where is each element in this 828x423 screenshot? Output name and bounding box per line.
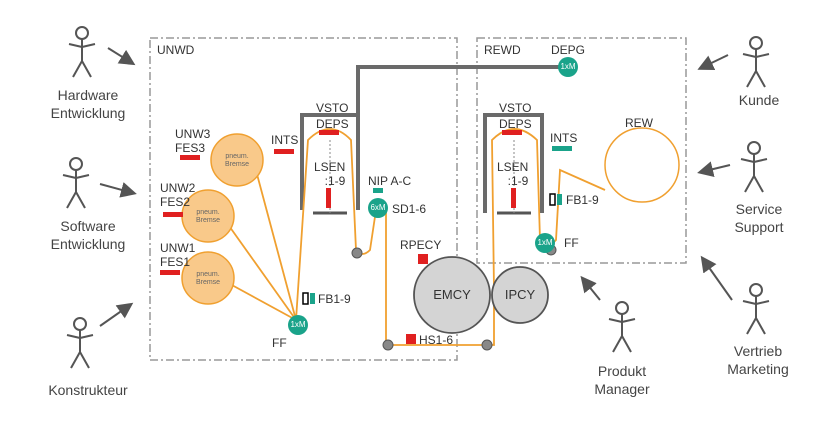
ff-unwind-motor-badge: 1xM: [290, 320, 306, 329]
brake-label-1: pneum. Bremse: [195, 271, 221, 286]
fes3-label: FES3: [175, 141, 206, 155]
motor-unwind-ff: [288, 315, 308, 335]
emcy-label: EMCY: [433, 287, 471, 302]
fes1-label: FES1: [160, 255, 191, 269]
brake-label-2: pneum. Bremse: [195, 209, 221, 224]
unwind-roll-3: [210, 133, 264, 187]
hs-label: HS1-6: [419, 333, 454, 347]
red-sensors: [160, 130, 522, 344]
depg-motor-badge: 1xM: [560, 62, 576, 71]
actor-arrows: [99, 47, 733, 327]
actor-kunde-label: Kunde: [738, 92, 780, 108]
depg-label: DEPG: [551, 43, 586, 57]
ints-rewind-label: INTS: [550, 131, 578, 145]
lsen-rewind-label: LSEN :1-9: [497, 160, 529, 188]
fb-unwind-label: FB1-9: [318, 292, 351, 306]
rewind-section-label: REWD: [484, 43, 521, 57]
ipcy-label: IPCY: [504, 287, 536, 302]
vsto-unwind-label: VSTO: [316, 101, 349, 115]
actor-konstrukteur-label: Konstrukteur: [48, 382, 128, 398]
guide-rollers: [351, 244, 557, 351]
actor-vertrieb-label: Vertrieb Marketing: [727, 343, 789, 377]
vsto-rewind-label: VSTO: [499, 101, 532, 115]
deps-unwind-label: DEPS: [316, 117, 349, 131]
ipcy-cylinder: [491, 266, 549, 324]
rewind-roll: [604, 127, 680, 203]
brake-label-3: pneum. Bremse: [224, 153, 250, 168]
fb-brackets: [302, 193, 556, 305]
rewind-section-box: [476, 37, 687, 264]
unwind-roll-1: [181, 251, 235, 305]
actor-service-label: Service Support: [734, 201, 784, 235]
motor-rewind-ff: [535, 233, 555, 253]
motor-nip: [368, 198, 388, 218]
motor-depg: [558, 57, 578, 77]
actor-hardware-label: Hardware Entwicklung: [50, 87, 126, 121]
fes2-label: FES2: [160, 195, 191, 209]
ff-rewind-motor-badge: 1xM: [537, 238, 553, 247]
unw2-label: UNW2: [160, 181, 196, 195]
deps-rewind-label: DEPS: [499, 117, 532, 131]
unw1-label: UNW1: [160, 241, 196, 255]
machine-frame: [300, 65, 563, 213]
unwind-section-box: [149, 37, 458, 361]
fb-rewind-label: FB1-9: [566, 193, 599, 207]
emcy-cylinder: [413, 256, 491, 334]
lsen-unwind-label: LSEN :1-9: [314, 160, 346, 188]
sd-label: SD1-6: [392, 202, 427, 216]
teal-sensors: [310, 146, 572, 304]
unwind-section-label: UNWD: [157, 43, 195, 57]
unw3-label: UNW3: [175, 127, 211, 141]
rpecy-label: RPECY: [400, 238, 442, 252]
actor-figures: [62, 26, 770, 369]
nip-motor-badge: 6xM: [370, 203, 386, 212]
ff-rewind-label: FF: [564, 236, 579, 250]
nip-label: NIP A-C: [368, 174, 412, 188]
actor-software-label: Software Entwicklung: [50, 218, 126, 252]
ints-unwind-label: INTS: [271, 133, 299, 147]
ff-unwind-label: FF: [272, 336, 287, 350]
rew-label: REW: [625, 116, 653, 130]
actor-produkt-label: Produkt Manager: [594, 363, 650, 397]
